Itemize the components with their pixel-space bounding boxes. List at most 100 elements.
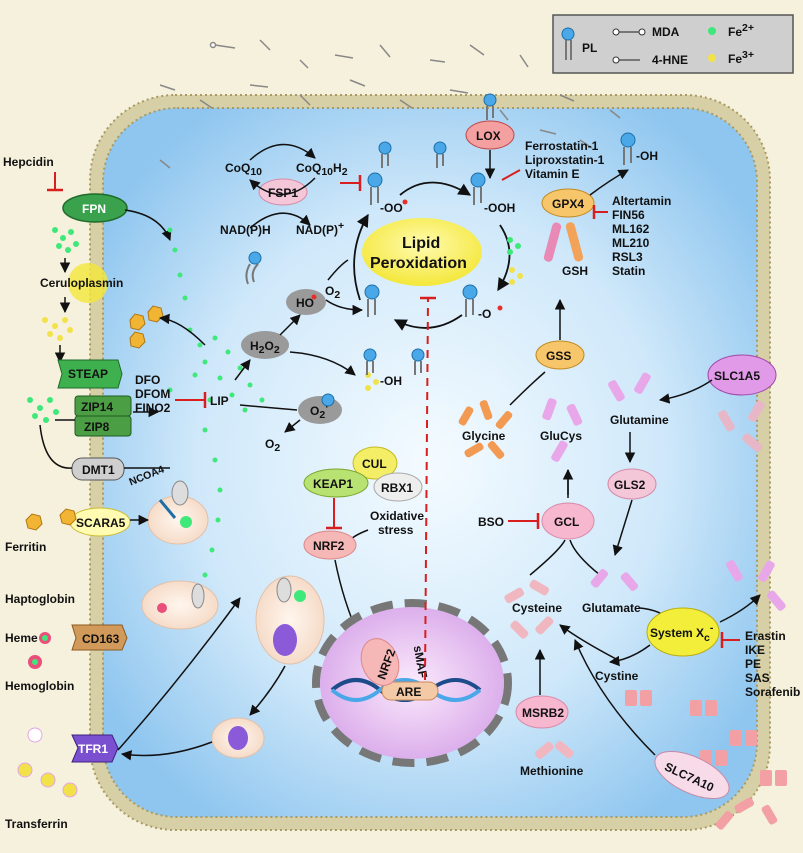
svg-text:ML162: ML162: [612, 222, 650, 236]
svg-text:Ferritin: Ferritin: [5, 540, 46, 554]
glutamate-molecules: [590, 568, 639, 592]
ooh-label: -OOH: [484, 201, 515, 215]
svg-text:FPN: FPN: [82, 202, 106, 216]
svg-text:MSRB2: MSRB2: [522, 706, 564, 720]
system-xc-transporter: System Xc-: [646, 607, 720, 657]
fe2-right-cluster: [507, 237, 521, 255]
pl-molecules: [245, 93, 636, 407]
rbx1-protein: RBX1: [373, 472, 423, 502]
svg-text:GSH: GSH: [562, 264, 588, 278]
svg-text:FIN56: FIN56: [612, 208, 645, 222]
svg-text:SAS: SAS: [745, 671, 770, 685]
legend-fe2: Fe2+: [728, 22, 754, 39]
gss-enzyme: GSS: [535, 340, 585, 370]
glutamate-outside: [726, 560, 786, 611]
svg-text:ZIP14: ZIP14: [81, 400, 113, 414]
svg-text:IKE: IKE: [745, 643, 765, 657]
methionine-label: Methionine: [520, 764, 584, 778]
superoxide-node: O2·: [298, 396, 342, 424]
transferrin-label: Transferrin: [5, 817, 68, 831]
legend-pl: PL: [582, 41, 597, 55]
svg-text:Statin: Statin: [612, 264, 645, 278]
svg-text:TFR1: TFR1: [78, 742, 108, 756]
lox-inhibitors: Ferrostatin-1 Liproxstatin-1 Vitamin E: [525, 139, 605, 181]
cd163-receptor: CD163: [71, 624, 128, 651]
slc7a10-transporter: SLC7A10: [654, 751, 730, 799]
svg-text:DFOM: DFOM: [135, 387, 170, 401]
gcl-enzyme: GCL: [541, 502, 595, 540]
legend-box: PL MDA 4-HNE Fe2+ Fe3+: [552, 14, 794, 74]
svg-text:SLC1A5: SLC1A5: [714, 369, 760, 383]
fsp1-enzyme: FSP1: [258, 178, 308, 206]
fe2-cloud: [167, 227, 265, 578]
xc-inhibitors: Erastin IKE PE SAS Sorafenib: [745, 629, 800, 699]
cysteine-outside: [715, 797, 778, 830]
glycine-molecules: [458, 400, 513, 460]
svg-text:STEAP: STEAP: [68, 367, 108, 381]
svg-text:RBX1: RBX1: [381, 481, 413, 495]
glucys-molecules: [542, 398, 583, 462]
glutamine-label: Glutamine: [610, 413, 669, 427]
dmt1-transporter: DMT1: [71, 457, 125, 481]
zip-transporter: ZIP14 ZIP8: [74, 395, 132, 437]
h2o2-node: H2O2: [241, 331, 289, 359]
transferrin-icons: [17, 727, 78, 798]
haptoglobin-label: Haptoglobin: [5, 592, 75, 606]
endosome-large: [255, 575, 325, 665]
cysteine-molecules: [504, 579, 554, 639]
ho-radical-node: HO: [286, 289, 326, 315]
svg-text:Liproxstatin-1: Liproxstatin-1: [525, 153, 605, 167]
oh-label: -OH: [380, 374, 402, 388]
svg-text:GSS: GSS: [546, 349, 571, 363]
svg-text:Ceruloplasmin: Ceruloplasmin: [40, 276, 123, 290]
svg-text:PE: PE: [745, 657, 761, 671]
hepcidin-label: Hepcidin: [3, 155, 54, 169]
svg-text:CD163: CD163: [82, 632, 120, 646]
lox-enzyme: LOX: [465, 120, 515, 150]
keap1-protein: KEAP1: [303, 468, 369, 498]
o2-bottom-label: O2: [265, 437, 280, 454]
gls2-enzyme: GLS2: [607, 468, 657, 500]
svg-text:RSL3: RSL3: [612, 250, 643, 264]
svg-text:LOX: LOX: [476, 129, 501, 143]
fe2-cluster-mid: [27, 397, 59, 423]
fe2-cluster-top: [52, 227, 79, 253]
svg-text:CUL: CUL: [362, 457, 387, 471]
vesicle-heme: [141, 580, 219, 630]
svg-text:ARE: ARE: [396, 685, 421, 699]
nadph-label: NAD(P)H: [220, 223, 271, 237]
nadp-label: NAD(P)+: [296, 220, 344, 237]
legend-4hne: 4-HNE: [652, 53, 688, 67]
svg-text:sMAF: sMAF: [411, 644, 430, 679]
oh-top-label: -OH: [636, 149, 658, 163]
svg-text:FSP1: FSP1: [268, 186, 298, 200]
svg-text:System Xc-: System Xc-: [650, 622, 714, 644]
lipid-peroxidation-node: Lipid Peroxidation: [362, 218, 482, 286]
svg-text:Altertamin: Altertamin: [612, 194, 671, 208]
glutamine-outside: [718, 400, 765, 452]
svg-text:DMT1: DMT1: [82, 463, 115, 477]
bso-label: BSO: [478, 515, 504, 529]
svg-text:Vitamin E: Vitamin E: [525, 167, 579, 181]
svg-text:DFO: DFO: [135, 373, 160, 387]
svg-text:ML210: ML210: [612, 236, 650, 250]
ceruloplasmin-node: Ceruloplasmin: [40, 263, 123, 303]
oo-label: -OO: [380, 201, 403, 215]
lipid-debris: [159, 39, 621, 169]
steap-transporter: STEAP: [57, 359, 123, 389]
lip-label: LIP: [210, 394, 229, 408]
cystine-label: Cystine: [595, 669, 639, 683]
fe3-cluster-left: [42, 317, 73, 341]
svg-text:GLS2: GLS2: [614, 478, 646, 492]
svg-text:Erastin: Erastin: [745, 629, 786, 643]
svg-text:ZIP8: ZIP8: [84, 420, 110, 434]
endosome-bottom: [211, 717, 265, 759]
gsh-molecules: GSH: [543, 222, 588, 278]
heme-label: Heme: [5, 631, 38, 645]
cysteine-label: Cysteine: [512, 601, 562, 615]
glycine-label: Glycine: [462, 429, 506, 443]
svg-text:KEAP1: KEAP1: [313, 477, 353, 491]
nucleus: ARE NRF2 sMAF: [312, 599, 512, 767]
